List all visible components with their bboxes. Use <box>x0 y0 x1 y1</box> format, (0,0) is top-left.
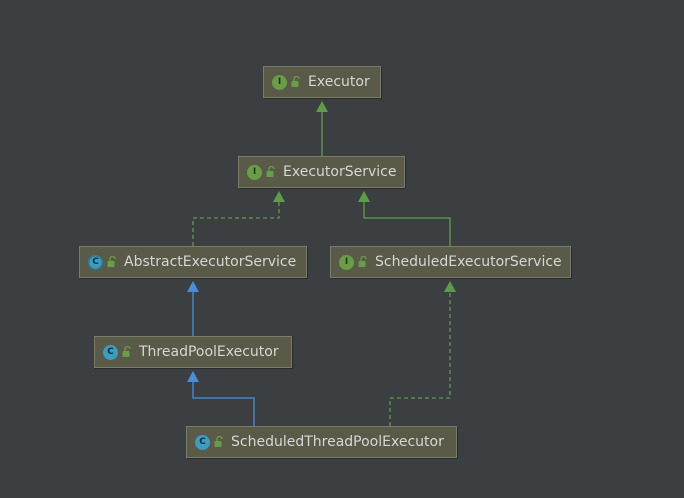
edge-executor-service-to-executor <box>316 101 328 156</box>
edge-scheduled-thread-pool-executor-to-scheduled-executor-service <box>389 281 456 426</box>
lock-open-icon <box>107 256 116 267</box>
arrowhead-icon <box>187 281 199 292</box>
node-label: ScheduledExecutorService <box>375 254 562 270</box>
node-label: Executor <box>308 74 370 90</box>
edge-scheduled-thread-pool-executor-to-thread-pool-executor <box>187 371 255 426</box>
node-executor[interactable]: I Executor <box>263 66 381 98</box>
node-label: ExecutorService <box>283 164 397 180</box>
arrowhead-icon <box>316 101 328 112</box>
edge-abstract-executor-service-to-executor-service <box>192 191 285 246</box>
node-label: ThreadPoolExecutor <box>139 344 279 360</box>
node-scheduled-thread-pool-executor[interactable]: C ScheduledThreadPoolExecutor <box>186 426 457 458</box>
lock-open-icon <box>358 256 367 267</box>
interface-badge-icon: I <box>247 164 262 180</box>
node-executor-service[interactable]: I ExecutorService <box>238 156 405 188</box>
node-label: ScheduledThreadPoolExecutor <box>231 434 444 450</box>
abstract-class-badge-icon: C <box>88 254 103 270</box>
lock-open-icon <box>122 346 131 357</box>
lock-open-icon <box>214 436 223 447</box>
arrowhead-icon <box>273 191 285 202</box>
node-thread-pool-executor[interactable]: C ThreadPoolExecutor <box>94 336 292 368</box>
interface-badge-icon: I <box>339 254 354 270</box>
edge-thread-pool-executor-to-abstract-executor-service <box>187 281 199 336</box>
node-scheduled-executor-service[interactable]: I ScheduledExecutorService <box>330 246 571 278</box>
node-abstract-executor-service[interactable]: C AbstractExecutorService <box>79 246 307 278</box>
lock-open-icon <box>266 166 275 177</box>
node-label: AbstractExecutorService <box>124 254 297 270</box>
edge-scheduled-executor-service-to-executor-service <box>358 191 451 246</box>
class-badge-icon: C <box>103 344 118 360</box>
arrowhead-icon <box>358 191 370 202</box>
interface-badge-icon: I <box>272 74 287 90</box>
arrowhead-icon <box>444 281 456 292</box>
class-badge-icon: C <box>195 434 210 450</box>
lock-open-icon <box>291 76 300 87</box>
arrowhead-icon <box>187 371 199 382</box>
